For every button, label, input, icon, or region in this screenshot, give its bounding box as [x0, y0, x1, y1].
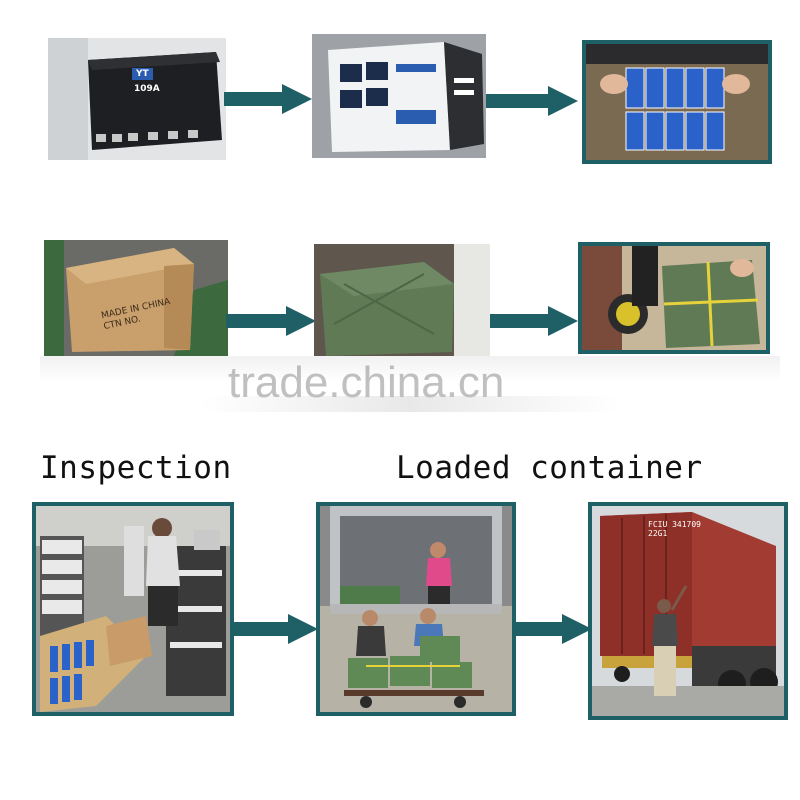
- photo-amplifier-unit: YT 109A: [48, 38, 226, 160]
- carton-boxes-illustration: [586, 44, 768, 160]
- obscured-caption: [200, 396, 620, 412]
- loading-illustration: [320, 506, 512, 712]
- arrow-right-icon: [226, 306, 316, 336]
- watermark-band: [40, 356, 780, 382]
- photo-strapping-carton: [578, 242, 770, 354]
- arrow-right-icon: [234, 614, 318, 644]
- loaded-container-label: Loaded container: [396, 450, 703, 486]
- container-truck-illustration: [592, 506, 784, 716]
- arrow-right-icon: [490, 306, 578, 336]
- photo-wrapped-carton: [314, 244, 490, 356]
- container-code-line2: 22G1: [648, 529, 668, 538]
- container-code-line1: FCIU 341709: [648, 520, 701, 529]
- wrapped-carton-illustration: [314, 244, 490, 356]
- arrow-right-icon: [516, 614, 592, 644]
- photo-sealed-carton: MADE IN CHINA CTN NO.: [44, 240, 228, 356]
- photo-shipping-container: FCIU 341709 22G1: [588, 502, 788, 720]
- photo-boxes-in-carton: [582, 40, 772, 164]
- arrow-right-icon: [486, 86, 578, 116]
- amplifier-illustration: [48, 38, 226, 160]
- photo-inspection-warehouse: [32, 502, 234, 716]
- strapping-illustration: [582, 246, 766, 350]
- amplifier-model-label: 109A: [134, 84, 160, 94]
- arrow-right-icon: [224, 84, 312, 114]
- container-code: FCIU 341709 22G1: [648, 520, 701, 538]
- watermark-text: trade.china.cn: [228, 358, 505, 407]
- product-box-illustration: [312, 34, 486, 158]
- inspection-label: Inspection: [40, 450, 232, 486]
- warehouse-illustration: [36, 506, 230, 712]
- photo-loading-container: [316, 502, 516, 716]
- photo-packaged-amplifier: [312, 34, 486, 158]
- carton-illustration: [44, 240, 228, 356]
- amplifier-brand-label: YT: [132, 68, 153, 80]
